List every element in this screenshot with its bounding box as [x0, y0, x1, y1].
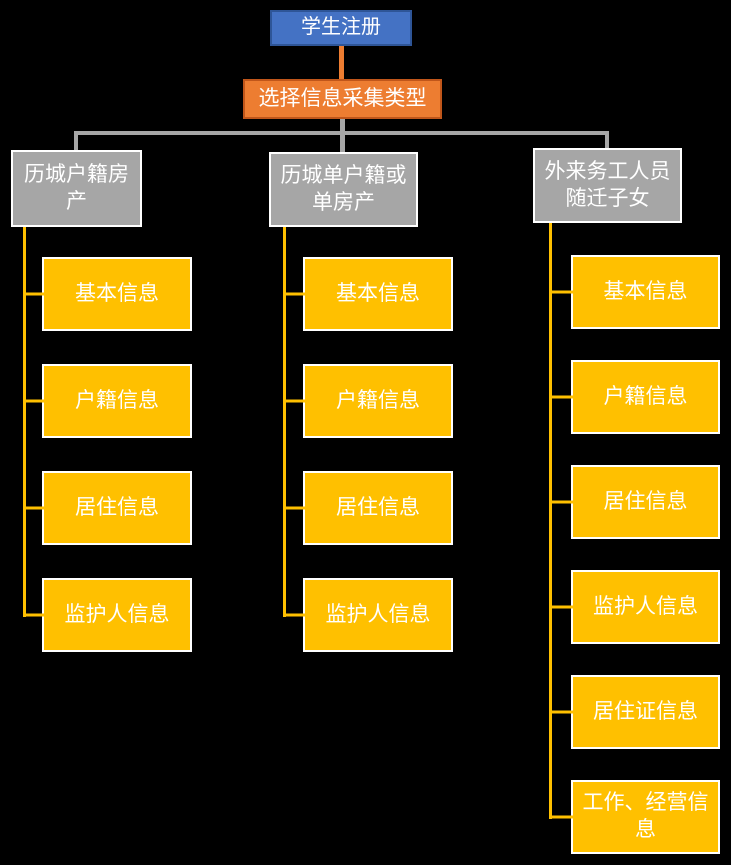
node-b1-residence-info: 居住信息 — [42, 471, 192, 545]
connector-column2-spine — [283, 227, 286, 617]
node-info-collection-type: 选择信息采集类型 — [243, 79, 442, 119]
node-b2-guardian-info: 监护人信息 — [303, 578, 453, 652]
node-b1-hukou-info: 户籍信息 — [42, 364, 192, 438]
branch2-children: 基本信息 户籍信息 居住信息 监护人信息 — [303, 257, 453, 652]
node-migrant-worker-children: 外来务工人员随迁子女 — [533, 148, 682, 223]
branch3-children: 基本信息 户籍信息 居住信息 监护人信息 居住证信息 工作、经营信息 — [571, 255, 720, 854]
connector-branch1-stub — [74, 131, 78, 150]
connector-column3-spine — [549, 223, 552, 819]
node-b1-basic-info: 基本信息 — [42, 257, 192, 331]
node-licheng-hukou-property: 历城户籍房产 — [11, 150, 142, 227]
node-student-registration: 学生注册 — [270, 10, 412, 46]
node-b3-hukou-info: 户籍信息 — [571, 360, 720, 434]
branch1-children: 基本信息 户籍信息 居住信息 监护人信息 — [42, 257, 192, 652]
node-b1-guardian-info: 监护人信息 — [42, 578, 192, 652]
node-licheng-single-hukou-or-property: 历城单户籍或单房产 — [269, 152, 418, 227]
node-b2-residence-info: 居住信息 — [303, 471, 453, 545]
node-b2-basic-info: 基本信息 — [303, 257, 453, 331]
node-b2-hukou-info: 户籍信息 — [303, 364, 453, 438]
node-b3-work-business-info: 工作、经营信息 — [571, 780, 720, 854]
connector-selector-stem — [340, 119, 345, 152]
node-b3-residence-permit-info: 居住证信息 — [571, 675, 720, 749]
node-b3-guardian-info: 监护人信息 — [571, 570, 720, 644]
connector-branch3-stub — [605, 131, 609, 148]
node-b3-residence-info: 居住信息 — [571, 465, 720, 539]
node-b3-basic-info: 基本信息 — [571, 255, 720, 329]
connector-branch-horizontal — [74, 131, 609, 135]
connector-column1-spine — [23, 227, 26, 617]
connector-root-to-selector — [339, 46, 344, 79]
